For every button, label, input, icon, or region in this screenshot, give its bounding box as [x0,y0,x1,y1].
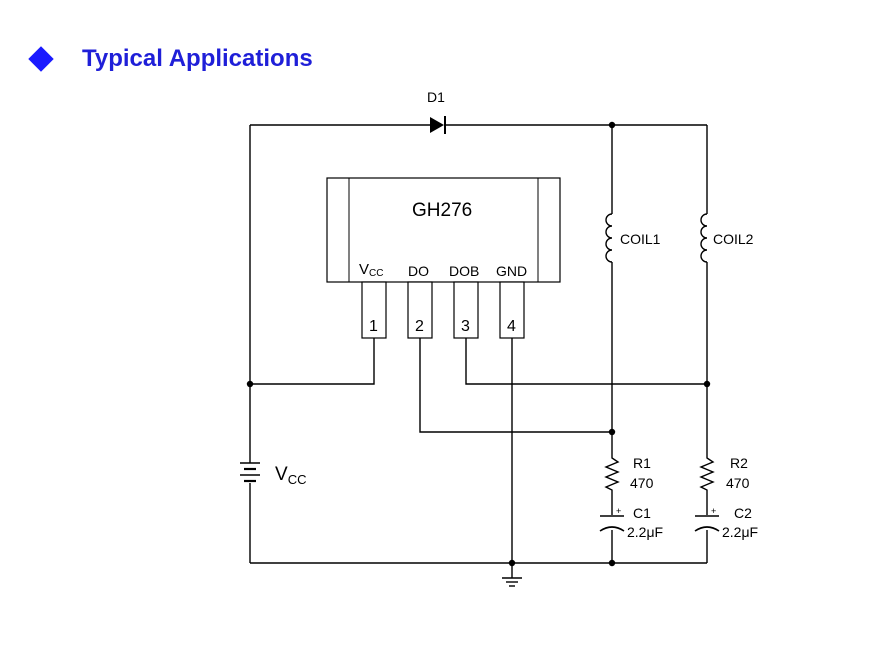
coil2-label: COIL2 [713,231,754,247]
diode-d1: D1 [427,89,446,134]
ic-pin-4 [499,281,525,339]
r1-label: R1 [633,455,651,471]
wire-pin3 [465,338,707,385]
ic-pin-do-label: DO [408,263,429,279]
c2-polarity: + [711,506,716,516]
ic-pin-numbers: 1 2 3 4 [369,318,516,335]
battery-vcc-icon [240,462,260,483]
wire-pin2 [419,338,612,433]
c2-value: 2.2μF [722,524,758,540]
c2-label: C2 [734,505,752,521]
diode-label: D1 [427,89,445,105]
pin-number-2: 2 [415,318,424,335]
junction-dots [246,121,711,567]
ground-icon [502,577,522,587]
resistor-r1-icon: R1 470 [604,455,654,492]
ic-pin-3 [453,281,479,339]
wire-pin1 [250,338,375,385]
ic-pin-2 [407,281,433,339]
supply-label: VCC [275,464,306,487]
c1-polarity: + [616,506,621,516]
pin-number-3: 3 [461,318,470,335]
r2-value: 470 [726,475,750,491]
coil1-label: COIL1 [620,231,661,247]
pin-number-4: 4 [507,318,516,335]
section-title: Typical Applications [82,45,313,72]
coil1-inductor-icon: COIL1 [605,213,661,263]
r1-value: 470 [630,475,654,491]
c1-label: C1 [633,505,651,521]
c1-value: 2.2μF [627,524,663,540]
ic-gh276: GH276 VCC DO DOB GND [326,177,561,283]
capacitor-c2-icon: + C2 2.2μF [694,505,758,540]
ic-pin-gnd-label: GND [496,263,527,279]
coil2-inductor-icon: COIL2 [700,213,754,263]
ic-pin-vcc-label: VCC [359,261,383,279]
capacitor-c1-icon: + C1 2.2μF [599,505,663,540]
resistor-r2-icon: R2 470 [699,455,750,492]
ic-pins [361,281,525,339]
pin-number-1: 1 [369,318,378,335]
ic-pin-1 [361,281,387,339]
r2-label: R2 [730,455,748,471]
ic-pin-dob-label: DOB [449,263,479,279]
ic-name: GH276 [412,200,472,221]
